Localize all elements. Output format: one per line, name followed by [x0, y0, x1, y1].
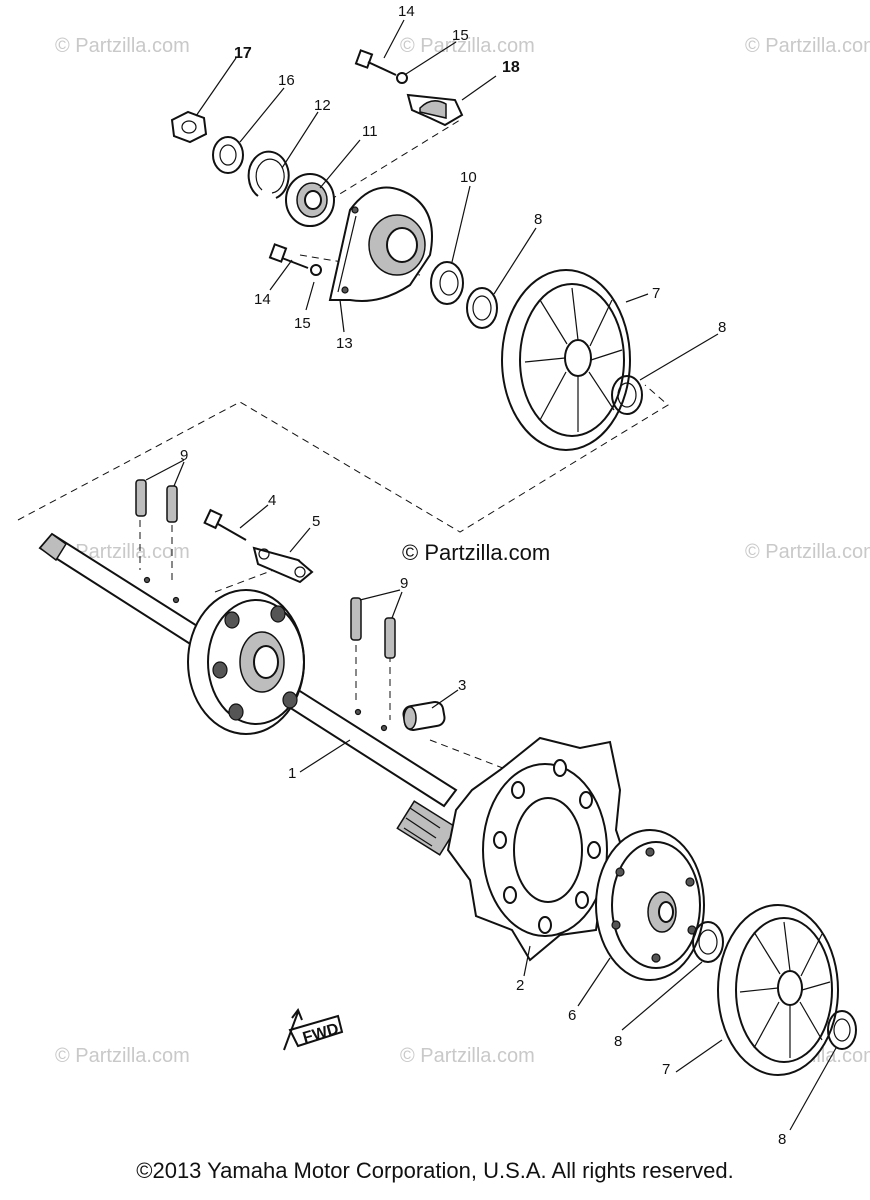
- callout-16: 16: [278, 72, 295, 89]
- copyright-notice: ©2013 Yamaha Motor Corporation, U.S.A. A…: [136, 1158, 734, 1183]
- callout-12: 12: [314, 97, 331, 114]
- clamp-part-18: [406, 93, 464, 127]
- bolt-part-14-lower: [268, 243, 322, 276]
- bolt-part-14-top: [354, 49, 408, 84]
- callout-9: 9: [400, 575, 408, 592]
- watermark: © Partzilla.com: [400, 35, 535, 57]
- washer-part-16: [212, 136, 244, 174]
- washer-part-8-lower: [692, 921, 724, 963]
- callout-5: 5: [312, 513, 320, 530]
- callout-2: 2: [516, 977, 524, 994]
- callout-14: 14: [398, 3, 415, 20]
- callout-14: 14: [254, 291, 271, 308]
- fwd-arrow-icon: FWD: [283, 1007, 344, 1051]
- watermark: © Partzilla.com: [55, 1045, 190, 1067]
- housing-part-13: [328, 186, 433, 302]
- washer-part-8-upper-right: [611, 375, 643, 415]
- callout-8: 8: [614, 1033, 622, 1050]
- wheel-part-7-upper: [501, 269, 631, 451]
- callout-9: 9: [180, 447, 188, 464]
- callout-7: 7: [652, 285, 660, 302]
- bearing-part-11: [285, 173, 335, 227]
- main-watermark: © Partzilla.com: [402, 540, 550, 565]
- callout-8: 8: [534, 211, 542, 228]
- callout-10: 10: [460, 169, 477, 186]
- callout-3: 3: [458, 677, 466, 694]
- circlip-part-12: [247, 150, 290, 199]
- washer-part-8-upper: [466, 287, 498, 329]
- washer-part-8-bottom: [827, 1010, 857, 1050]
- callout-7: 7: [662, 1061, 670, 1078]
- watermark: © Partzilla.com: [745, 541, 870, 563]
- callout-17: 17: [234, 45, 252, 62]
- bracket-part-5: [252, 546, 314, 584]
- callout-11: 11: [362, 123, 378, 140]
- callout-8: 8: [718, 319, 726, 336]
- seal-part-10: [430, 261, 464, 305]
- callout-6: 6: [568, 1007, 576, 1024]
- callout-8: 8: [778, 1131, 786, 1148]
- pin-part-9: [135, 479, 396, 659]
- sprocket-part-2: [446, 736, 632, 962]
- watermark: © Partzilla.com: [745, 35, 870, 57]
- leader-lines: [145, 19, 837, 1131]
- callout-13: 13: [336, 335, 353, 352]
- assembly-line: [329, 119, 461, 201]
- wheel-part-7-lower: [717, 904, 839, 1076]
- watermark: © Partzilla.com: [400, 1045, 535, 1067]
- flange-hub: [187, 589, 305, 735]
- nut-part-17: [170, 110, 208, 144]
- callout-4: 4: [268, 492, 276, 509]
- plate-part-6: [595, 829, 705, 981]
- callout-1: 1: [288, 765, 296, 782]
- callout-15: 15: [294, 315, 311, 332]
- assembly-line: [17, 384, 669, 533]
- callout-18: 18: [502, 59, 520, 76]
- collar-part-3: [402, 700, 446, 732]
- callout-15: 15: [452, 27, 469, 44]
- watermark: © Partzilla.com: [55, 35, 190, 57]
- bolt-part-4: [203, 508, 247, 541]
